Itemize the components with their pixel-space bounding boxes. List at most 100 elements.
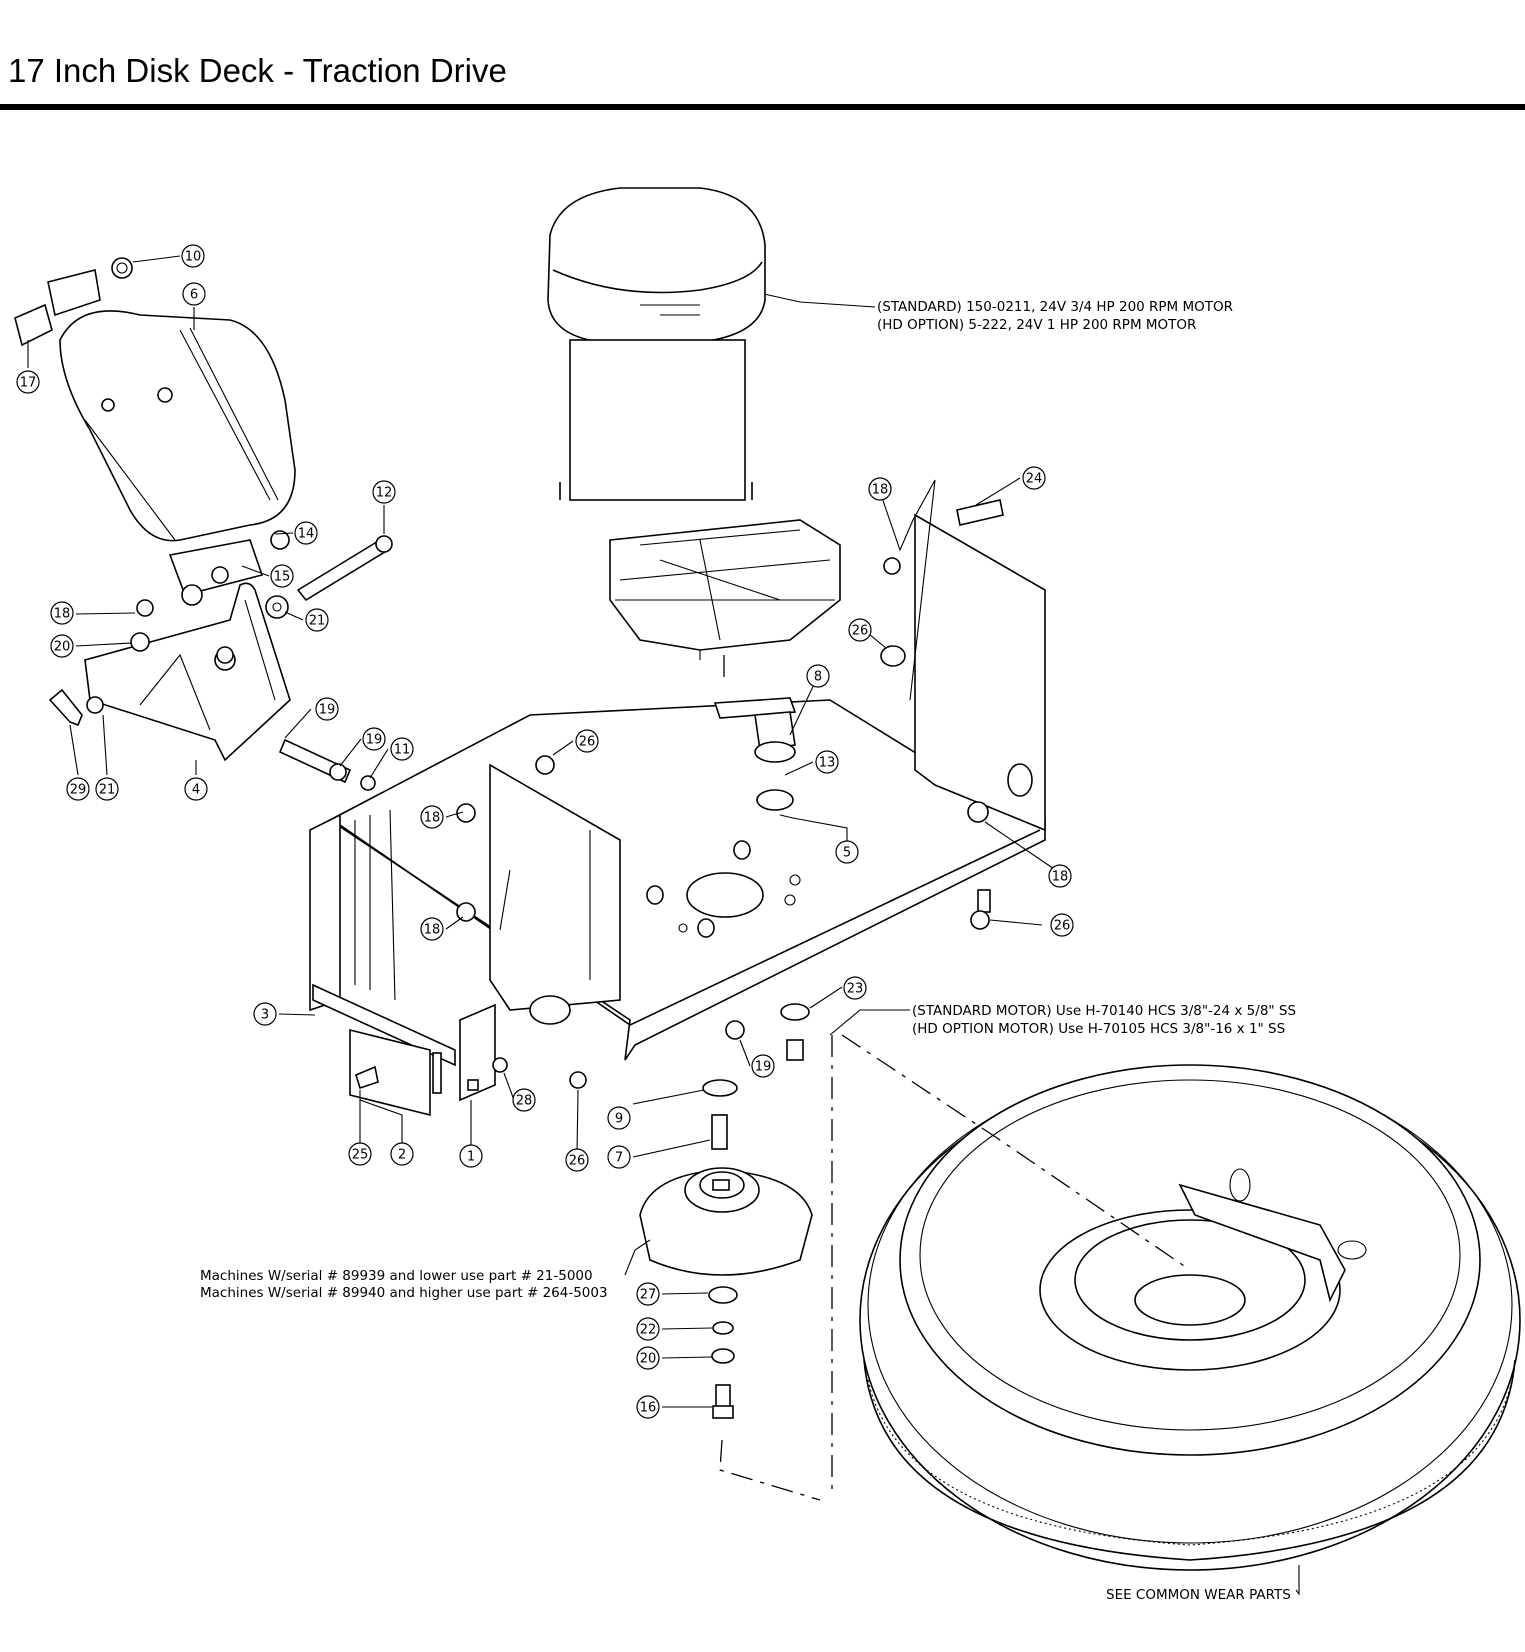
callout-27: 27 [636,1282,660,1306]
callout-number: 10 [185,250,202,265]
callout-6: 6 [182,282,206,306]
callout-number: 19 [755,1060,772,1075]
annotation-text: (STANDARD) 150-0211, 24V 3/4 HP 200 RPM … [200,299,1296,1603]
callout-8: 8 [806,664,830,688]
callout-number: 18 [424,923,441,938]
callout-17: 17 [16,370,40,394]
callout-bubble [848,618,872,642]
deck-hardware [456,499,1004,1061]
bolt-standard-note: (STANDARD MOTOR) Use H-70140 HCS 3/8"-24… [912,1003,1296,1019]
callout-number: 26 [852,624,869,639]
callout-number: 29 [70,783,87,798]
callout-number: 13 [819,756,836,771]
callout-number: 28 [516,1094,533,1109]
callout-number: 19 [366,733,383,748]
callout-number: 2 [398,1148,406,1163]
callout-number: 14 [298,527,315,542]
callout-number: 19 [319,703,336,718]
callout-bubble [50,601,74,625]
callout-number: 21 [99,783,116,798]
callout-bubble [390,1142,414,1166]
callout-number: 11 [394,743,411,758]
callout-number: 25 [352,1148,369,1163]
callout-bubble [607,1145,631,1169]
callout-19: 19 [362,727,386,751]
callout-24: 24 [1022,466,1046,490]
callout-bubble [575,729,599,753]
bolt-hd-note: (HD OPTION MOTOR) Use H-70105 HCS 3/8"-1… [912,1021,1285,1037]
callout-26: 26 [1050,913,1074,937]
callout-bubble [459,1144,483,1168]
callout-number: 18 [1052,870,1069,885]
hub-lower-serial-note: Machines W/serial # 89939 and lower use … [200,1268,593,1284]
callout-number: 27 [640,1288,657,1303]
callout-19: 19 [751,1054,775,1078]
hub-higher-serial-note: Machines W/serial # 89940 and higher use… [200,1285,608,1301]
callout-bubble [390,737,414,761]
callout-26: 26 [575,729,599,753]
callout-number: 22 [640,1323,657,1338]
callout-number: 18 [424,811,441,826]
callout-bubble [16,370,40,394]
callout-number: 18 [54,607,71,622]
callout-bubble [1048,864,1072,888]
callout-bubble [1050,913,1074,937]
callout-bubble [843,976,867,1000]
callout-number: 26 [1054,919,1071,934]
callout-bubble [751,1054,775,1078]
callout-bubble [420,917,444,941]
callout-bubble [512,1088,536,1112]
callout-number: 18 [872,483,889,498]
callout-bubble [607,1106,631,1130]
callout-number: 9 [615,1112,623,1127]
callout-bubble [50,634,74,658]
callout-21: 21 [305,608,329,632]
callout-16: 16 [636,1395,660,1419]
callout-15: 15 [270,564,294,588]
pivot-pin [265,535,393,619]
callout-number: 26 [579,735,596,750]
callout-12: 12 [372,480,396,504]
callout-18: 18 [1048,864,1072,888]
callout-number: 24 [1026,472,1043,487]
callout-22: 22 [636,1317,660,1341]
callout-bubble [315,697,339,721]
callout-number: 20 [640,1352,657,1367]
callout-4: 4 [184,777,208,801]
callout-bubble [806,664,830,688]
callout-number: 4 [192,783,200,798]
callout-bubble [181,244,205,268]
mounting-bracket [48,582,376,791]
callout-bubble [565,1148,589,1172]
callout-number: 1 [467,1150,475,1165]
deck-plate [309,513,1046,1061]
callout-bubble [362,727,386,751]
wear-parts-note: SEE COMMON WEAR PARTS [1106,1587,1291,1603]
callout-number: 7 [615,1151,623,1166]
callout-26: 26 [565,1148,589,1172]
callout-bubble [868,477,892,501]
callout-28: 28 [512,1088,536,1112]
callout-number: 20 [54,640,71,655]
callout-bubble [835,840,859,864]
callout-number: 17 [20,376,37,391]
callout-1: 1 [459,1144,483,1168]
callout-13: 13 [815,750,839,774]
gearbox-assembly [14,257,296,606]
assembly-center-lines [719,655,1191,1501]
callout-29: 29 [66,777,90,801]
callout-bubble [372,480,396,504]
callout-bubble [420,805,444,829]
callout-10: 10 [181,244,205,268]
callout-bubble [294,521,318,545]
callout-bubble [636,1346,660,1370]
drive-hub [639,1079,813,1419]
side-brackets [312,983,587,1117]
callout-21: 21 [95,777,119,801]
drive-motor [547,187,841,660]
callout-bubble [636,1395,660,1419]
callout-11: 11 [390,737,414,761]
callout-bubble [1022,466,1046,490]
callout-number: 3 [261,1008,269,1023]
callout-bubble [253,1002,277,1026]
